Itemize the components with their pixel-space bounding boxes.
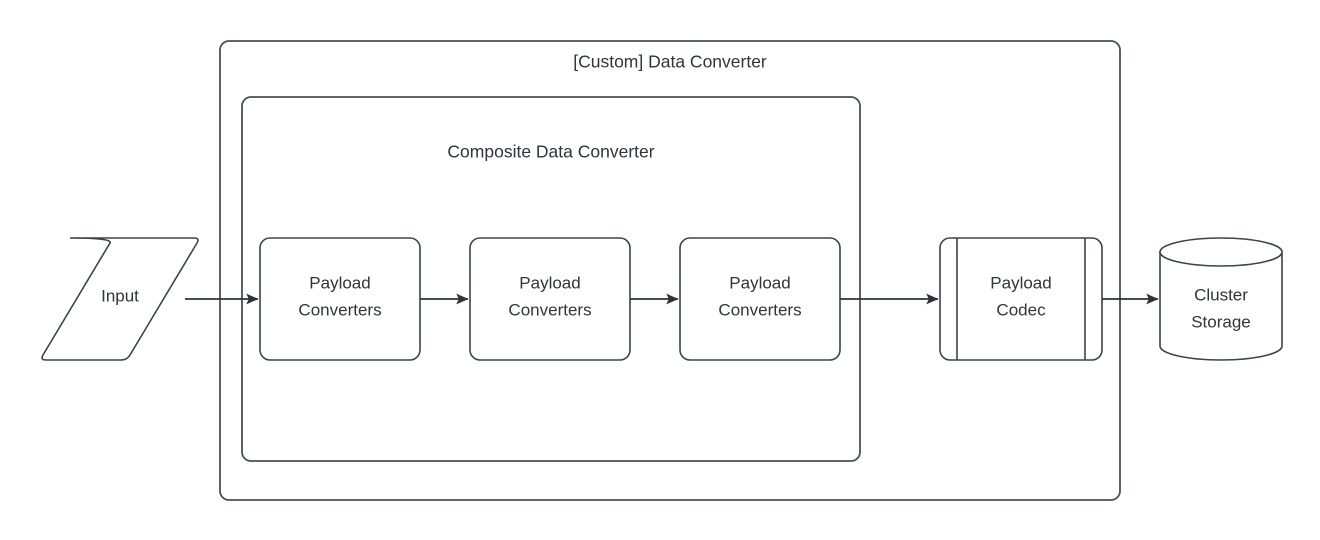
node-payload-converters-1[interactable]: Payload Converters bbox=[259, 237, 421, 361]
cluster-storage-body bbox=[1159, 251, 1283, 361]
node-payload-converters-3[interactable]: Payload Converters bbox=[679, 237, 841, 361]
cluster-storage-top-ellipse bbox=[1159, 237, 1283, 267]
cluster-storage-label-line2: Storage bbox=[1191, 312, 1251, 331]
payload-converters-1-label-line1: Payload bbox=[309, 273, 370, 292]
input-parallelogram bbox=[41, 237, 199, 361]
payload-converters-3-label-line1: Payload bbox=[729, 273, 790, 292]
node-input[interactable]: Input bbox=[41, 237, 199, 361]
payload-codec-label-line2: Codec bbox=[996, 300, 1046, 319]
node-payload-codec[interactable]: Payload Codec bbox=[939, 237, 1103, 361]
cluster-storage-label-line1: Cluster bbox=[1194, 285, 1248, 304]
input-label: Input bbox=[101, 286, 139, 305]
composite-data-converter-boundary bbox=[241, 96, 861, 462]
payload-codec-label-line1: Payload bbox=[990, 273, 1051, 292]
payload-converters-1-box bbox=[259, 237, 421, 361]
custom-data-converter-label: [Custom] Data Converter bbox=[573, 52, 767, 72]
composite-data-converter-label: Composite Data Converter bbox=[447, 142, 654, 162]
payload-codec-box bbox=[939, 237, 1103, 361]
node-payload-converters-2[interactable]: Payload Converters bbox=[469, 237, 631, 361]
payload-converters-3-box bbox=[679, 237, 841, 361]
payload-converters-2-box bbox=[469, 237, 631, 361]
container-custom-data-converter[interactable]: [Custom] Data Converter bbox=[219, 40, 1121, 501]
payload-converters-2-label-line1: Payload bbox=[519, 273, 580, 292]
payload-converters-2-label-line2: Converters bbox=[508, 300, 591, 319]
payload-converters-3-label-line2: Converters bbox=[718, 300, 801, 319]
payload-converters-1-label-line2: Converters bbox=[298, 300, 381, 319]
custom-data-converter-boundary bbox=[219, 40, 1121, 501]
node-cluster-storage[interactable]: Cluster Storage bbox=[1159, 237, 1283, 361]
container-composite-data-converter[interactable]: Composite Data Converter bbox=[241, 96, 861, 462]
